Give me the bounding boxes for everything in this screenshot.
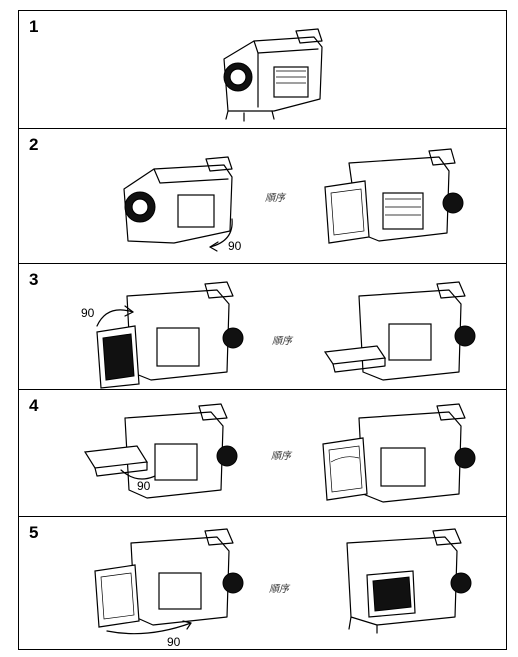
camcorder-lcd-rotate-illustration xyxy=(96,281,244,389)
rotation-angle-label: 90 xyxy=(228,239,242,253)
camcorder-lcd-close-illustration xyxy=(94,528,244,635)
rotation-angle-label: 90 xyxy=(137,479,151,493)
rotation-angle-label: 90 xyxy=(81,306,95,320)
camcorder-lcd-swivel-illustration xyxy=(83,403,238,499)
sequence-mark: 順序 xyxy=(272,336,292,347)
sequence-mark: 順序 xyxy=(265,193,285,204)
camcorder-lcd-open-illustration xyxy=(324,148,464,244)
sequence-mark: 順序 xyxy=(269,584,289,595)
step-number: 2 xyxy=(29,135,39,154)
camcorder-lcd-closed-illustration xyxy=(123,156,233,252)
sequence-mark: 順序 xyxy=(271,451,291,462)
step-4-panel: 4 90 順序 xyxy=(19,390,506,517)
step-5-panel: 5 90 順序 xyxy=(19,517,506,651)
step-number: 4 xyxy=(29,396,39,415)
camcorder-lcd-flat-illustration xyxy=(323,281,476,381)
camcorder-illustration xyxy=(223,28,323,122)
step-1-panel: 1 xyxy=(19,11,506,129)
step-3-panel: 3 90 順序 xyxy=(19,264,506,390)
step-2-panel: 2 90 順序 xyxy=(19,129,506,264)
rotation-angle-label: 90 xyxy=(167,635,181,649)
step-number: 3 xyxy=(29,270,39,289)
instruction-frame: 1 2 90 順序 xyxy=(18,10,507,650)
camcorder-lcd-reversed-illustration xyxy=(322,403,476,503)
step-number: 5 xyxy=(29,523,39,542)
camcorder-lcd-stored-illustration xyxy=(346,528,472,634)
step-number: 1 xyxy=(29,17,39,36)
